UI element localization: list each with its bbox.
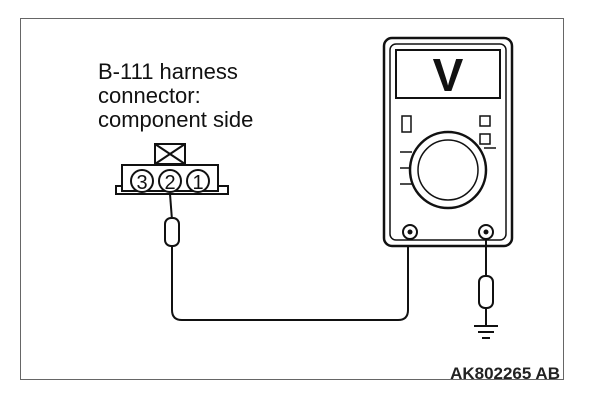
connector-label-line: connector: xyxy=(98,83,201,108)
connector-pin: 3 xyxy=(130,169,154,194)
pin-label: 1 xyxy=(192,172,203,194)
harness-connector: 3 2 1 xyxy=(115,143,229,195)
connector-probe xyxy=(164,193,180,310)
connector-pin: 2 xyxy=(158,169,182,194)
meter-switch-icon xyxy=(401,115,412,133)
meter-button-icon xyxy=(479,115,491,127)
ground-probe xyxy=(478,239,494,326)
meter-button-icon xyxy=(479,133,491,145)
meter-display xyxy=(395,49,501,99)
voltage-mode-symbol: V xyxy=(433,49,464,101)
connector-pin: 1 xyxy=(186,169,210,194)
meter-dial xyxy=(408,130,488,210)
connector-label-line: B-111 harness xyxy=(98,59,238,84)
pin-label: 3 xyxy=(136,172,147,194)
diagram-frame xyxy=(20,18,564,380)
figure-reference-code: AK802265 AB xyxy=(450,364,560,383)
test-lead-wire xyxy=(171,240,409,321)
connector-label: B-111 harness connector: component side xyxy=(98,60,253,132)
ground-icon xyxy=(474,325,498,339)
pin-label: 2 xyxy=(164,172,175,194)
multimeter: V xyxy=(382,36,514,248)
connector-label-line: component side xyxy=(98,107,254,132)
latch-cross xyxy=(154,143,186,165)
